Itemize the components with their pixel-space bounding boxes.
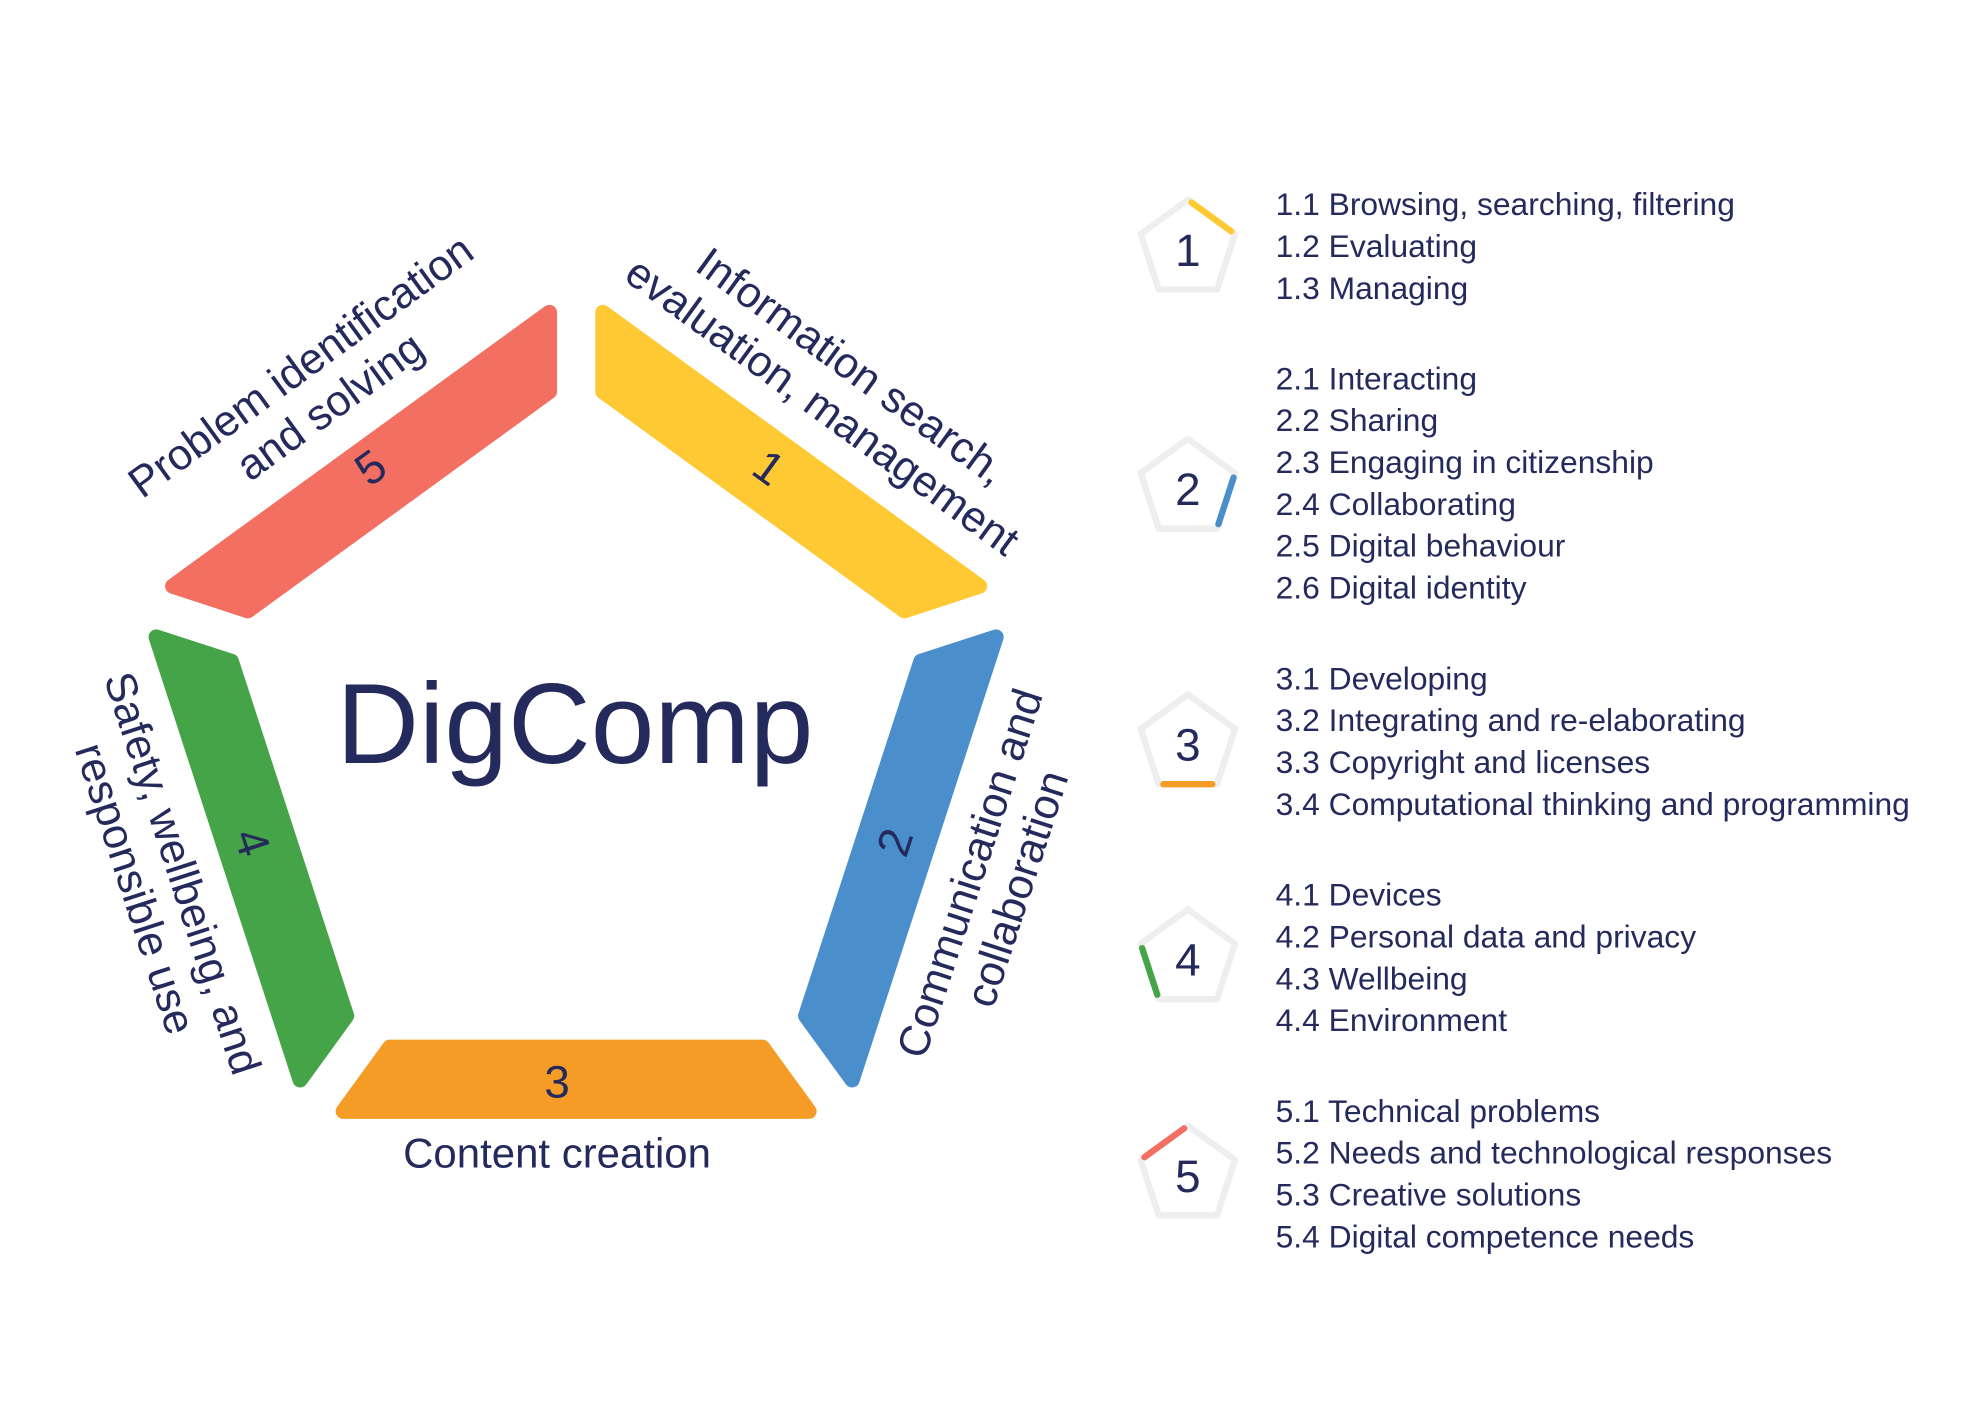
area-5-icon-number: 5 bbox=[1175, 1151, 1200, 1202]
competence-item: 4.4 Environment bbox=[1276, 1002, 1508, 1038]
area-3-number: 3 bbox=[544, 1057, 569, 1108]
area-2-icon-highlight bbox=[1215, 474, 1237, 528]
competence-item: 3.4 Computational thinking and programmi… bbox=[1276, 786, 1910, 822]
area-1-icon: 1 bbox=[1137, 196, 1239, 293]
competence-item: 3.2 Integrating and re-elaborating bbox=[1276, 702, 1746, 738]
area-2-icon-number: 2 bbox=[1175, 464, 1200, 515]
area-3-label: Content creation bbox=[403, 1130, 711, 1177]
pentagon-icon bbox=[1137, 906, 1239, 1003]
area-5-competence-list: 5.1 Technical problems 5.2 Needs and tec… bbox=[1276, 1093, 1833, 1255]
area-1-competence-list: 1.1 Browsing, searching, filtering 1.2 E… bbox=[1276, 186, 1735, 306]
area-1-icon-number: 1 bbox=[1175, 225, 1200, 276]
area-3-icon-number: 3 bbox=[1175, 720, 1200, 771]
competence-lists: 1.1 Browsing, searching, filtering 1.2 E… bbox=[1276, 186, 1910, 1254]
area-4-icon-number: 4 bbox=[1175, 935, 1200, 986]
area-5-segment bbox=[165, 304, 558, 619]
competence-item: 1.2 Evaluating bbox=[1276, 228, 1477, 264]
area-4-icon-highlight bbox=[1138, 944, 1161, 998]
competence-item: 2.6 Digital identity bbox=[1276, 569, 1527, 605]
area-3-icon: 3 bbox=[1137, 691, 1239, 788]
competence-item: 1.1 Browsing, searching, filtering bbox=[1276, 186, 1735, 222]
area-2-competence-list: 2.1 Interacting 2.2 Sharing 2.3 Engaging… bbox=[1276, 360, 1654, 605]
competence-item: 2.2 Sharing bbox=[1276, 402, 1439, 438]
area-legend: 1 2 3 4 5 bbox=[1137, 196, 1239, 1219]
area-3-segment bbox=[335, 1039, 817, 1119]
area-4-competence-list: 4.1 Devices 4.2 Personal data and privac… bbox=[1276, 877, 1697, 1039]
competence-item: 5.3 Creative solutions bbox=[1276, 1177, 1582, 1213]
competence-item: 5.1 Technical problems bbox=[1276, 1093, 1600, 1129]
area-1-icon-highlight bbox=[1188, 199, 1235, 235]
competence-item: 4.1 Devices bbox=[1276, 877, 1442, 913]
competence-item: 5.2 Needs and technological responses bbox=[1276, 1135, 1833, 1171]
area-2-icon: 2 bbox=[1137, 435, 1239, 532]
competence-item: 5.4 Digital competence needs bbox=[1276, 1218, 1695, 1254]
competence-item: 4.3 Wellbeing bbox=[1276, 960, 1468, 996]
area-4-segment bbox=[148, 629, 355, 1088]
diagram-title: DigComp bbox=[336, 660, 813, 788]
competence-item: 3.1 Developing bbox=[1276, 660, 1488, 696]
competence-item: 2.4 Collaborating bbox=[1276, 486, 1516, 522]
competence-item: 4.2 Personal data and privacy bbox=[1276, 918, 1697, 954]
area-5-icon: 5 bbox=[1137, 1122, 1239, 1219]
competence-item: 2.5 Digital behaviour bbox=[1276, 528, 1566, 564]
competence-item: 3.3 Copyright and licenses bbox=[1276, 744, 1651, 780]
pentagon-icon bbox=[1137, 435, 1239, 532]
competence-item: 2.3 Engaging in citizenship bbox=[1276, 444, 1654, 480]
area-2-segment bbox=[798, 629, 1004, 1088]
area-1-segment bbox=[595, 304, 988, 619]
area-4-icon: 4 bbox=[1137, 906, 1239, 1003]
area-3-competence-list: 3.1 Developing 3.2 Integrating and re-el… bbox=[1276, 660, 1910, 822]
competence-item: 1.3 Managing bbox=[1276, 270, 1469, 306]
area-5-icon-highlight bbox=[1141, 1125, 1188, 1161]
competence-item: 2.1 Interacting bbox=[1276, 360, 1477, 396]
competence-wheel: 1 2 3 4 5 Information search, evaluation… bbox=[65, 226, 1078, 1177]
